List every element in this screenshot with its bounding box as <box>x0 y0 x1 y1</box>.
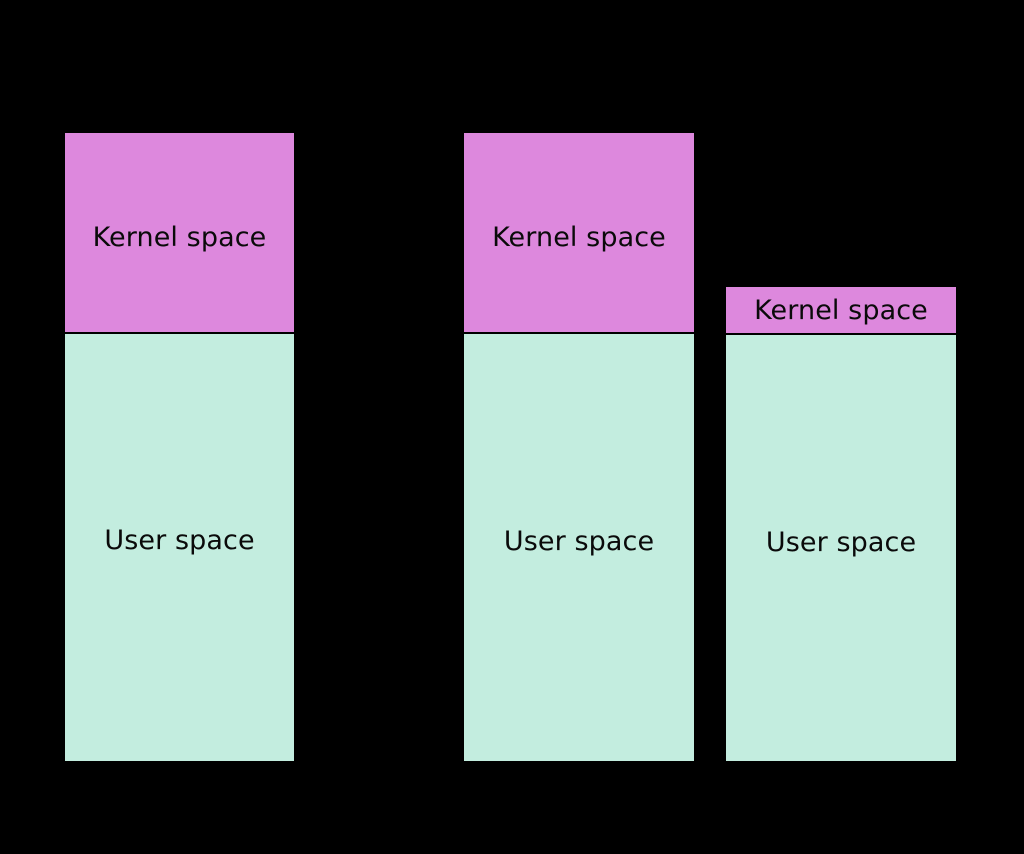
column-2-user-space-label: User space <box>503 526 655 557</box>
column-3-kernel-space-label: Kernel space <box>754 294 928 326</box>
column-1-user-space-label: User space <box>104 525 255 556</box>
column-1-kernel-space-block: Kernel space <box>64 132 295 333</box>
column-2-user-space-block: User space <box>463 333 695 762</box>
column-3-user-space-block: User space <box>725 334 957 762</box>
column-2-kernel-space-block: Kernel space <box>463 132 695 333</box>
column-1-kernel-space-label: Kernel space <box>92 222 267 253</box>
column-3-kernel-space-block: Kernel space <box>725 286 957 334</box>
memory-column-2: Kernel space User space <box>463 132 695 762</box>
column-1-user-space-block: User space <box>64 333 295 762</box>
memory-column-3: Kernel space User space <box>725 286 957 762</box>
column-3-user-space-label: User space <box>765 526 917 558</box>
column-2-kernel-space-label: Kernel space <box>492 222 666 253</box>
memory-column-1: Kernel space User space <box>64 132 295 762</box>
